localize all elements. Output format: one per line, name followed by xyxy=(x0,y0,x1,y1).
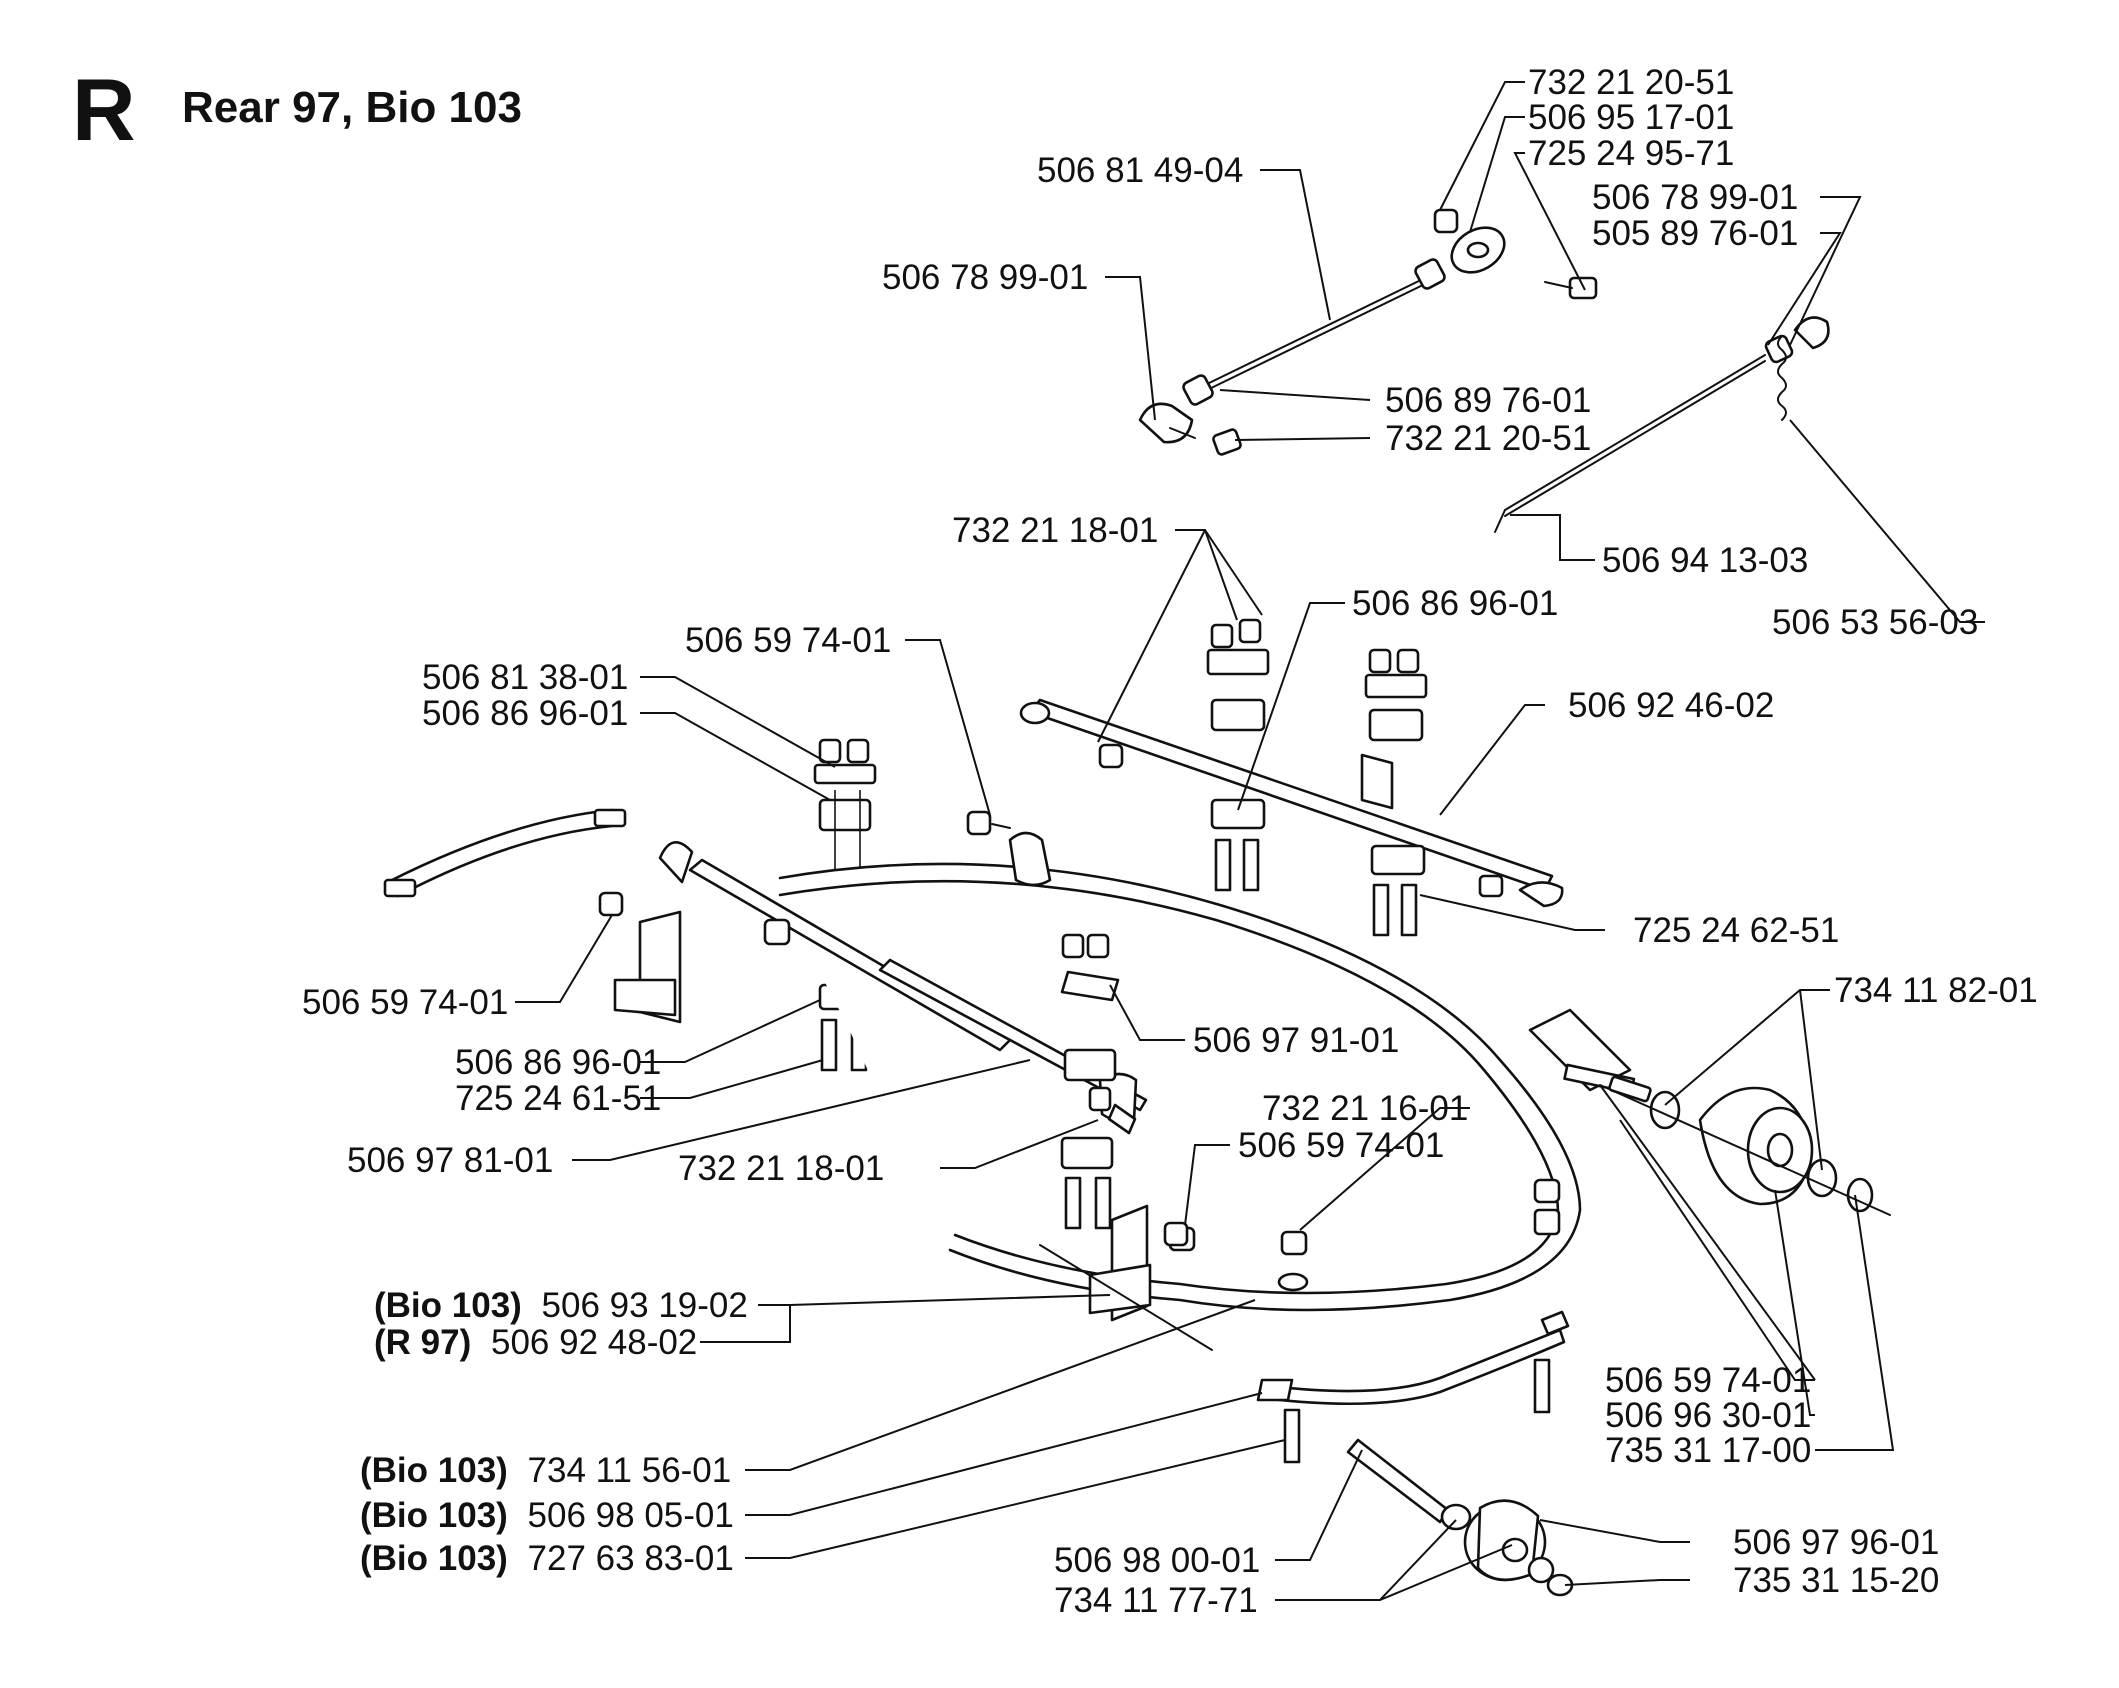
callout-part: 727 63 83-01 xyxy=(528,1539,734,1578)
callout-734-11-56-01: (Bio 103) 734 11 56-01 xyxy=(360,1451,731,1490)
callout-732-21-16-01: 732 21 16-01 xyxy=(1262,1089,1468,1128)
callout-506-59-74-01-mid: 506 59 74-01 xyxy=(1238,1126,1444,1165)
callout-prefix: (R 97) xyxy=(374,1323,471,1362)
callout-part: 506 98 05-01 xyxy=(528,1496,734,1535)
callout-735-31-15-20: 735 31 15-20 xyxy=(1733,1561,1939,1600)
clamp-stack-right xyxy=(1364,648,1428,937)
rear-roller-right xyxy=(1599,1075,1891,1216)
callout-732-21-20-51-mid: 732 21 20-51 xyxy=(1385,419,1591,458)
callout-506-59-74-01-right: 506 59 74-01 xyxy=(1605,1361,1811,1400)
callout-727-63-83-01: (Bio 103) 727 63 83-01 xyxy=(360,1539,734,1578)
callout-506-53-56-03: 506 53 56-03 xyxy=(1772,603,1978,642)
callout-506-97-91-01: 506 97 91-01 xyxy=(1193,1021,1399,1060)
callouts: 732 21 20-51 506 95 17-01 725 24 95-71 5… xyxy=(302,63,2038,1620)
callout-506-96-30-01: 506 96 30-01 xyxy=(1605,1396,1811,1435)
callout-506-97-96-01: 506 97 96-01 xyxy=(1733,1523,1939,1562)
rear-bracket xyxy=(1039,1204,1213,1351)
callout-part: 506 93 19-02 xyxy=(542,1286,748,1325)
callout-732-21-18-01-lower: 732 21 18-01 xyxy=(678,1149,884,1188)
callout-part: 506 92 48-02 xyxy=(491,1323,697,1362)
right-linkage xyxy=(1494,316,1830,533)
callout-732-21-20-51-top: 732 21 20-51 xyxy=(1528,63,1734,102)
callout-prefix: (Bio 103) xyxy=(360,1496,508,1535)
callout-506-95-17-01: 506 95 17-01 xyxy=(1528,98,1734,137)
callout-506-92-46-02: 506 92 46-02 xyxy=(1568,686,1774,725)
callout-506-59-74-01-top: 506 59 74-01 xyxy=(685,621,891,660)
callout-735-31-17-00: 735 31 17-00 xyxy=(1605,1431,1811,1470)
callout-prefix: (Bio 103) xyxy=(360,1451,508,1490)
callout-506-89-76-01: 506 89 76-01 xyxy=(1385,381,1591,420)
callout-prefix: (Bio 103) xyxy=(360,1539,508,1578)
callout-506-93-19-02: (Bio 103) 506 93 19-02 xyxy=(374,1286,748,1325)
callout-506-81-38-01: 506 81 38-01 xyxy=(422,658,628,697)
rear-roller-bottom xyxy=(1346,1438,1574,1597)
clamp-stack-middle xyxy=(1206,618,1270,892)
base-hardware xyxy=(1277,1178,1561,1464)
left-nuts xyxy=(966,810,1189,1247)
callout-732-21-18-01-top: 732 21 18-01 xyxy=(952,511,1158,550)
callout-725-24-62-51: 725 24 62-51 xyxy=(1633,911,1839,950)
callout-506-81-49-04: 506 81 49-04 xyxy=(1037,151,1243,190)
callout-506-86-96-01-top: 506 86 96-01 xyxy=(1352,584,1558,623)
callout-506-86-96-01-left: 506 86 96-01 xyxy=(422,694,628,733)
callout-725-24-61-51: 725 24 61-51 xyxy=(455,1079,661,1118)
callout-506-78-99-01-left: 506 78 99-01 xyxy=(882,258,1088,297)
callout-506-98-00-01: 506 98 00-01 xyxy=(1054,1541,1260,1580)
page-title: Rear 97, Bio 103 xyxy=(182,83,522,132)
lower-support-bar xyxy=(1256,1310,1570,1406)
middle-clamps xyxy=(1060,933,1196,1252)
callout-506-98-05-01: (Bio 103) 506 98 05-01 xyxy=(360,1496,734,1535)
callout-734-11-82-01: 734 11 82-01 xyxy=(1834,971,2038,1010)
left-bracket xyxy=(598,831,1052,1024)
section-letter: R xyxy=(72,60,136,159)
callout-505-89-76-01: 505 89 76-01 xyxy=(1592,214,1798,253)
callout-506-78-99-01-right: 506 78 99-01 xyxy=(1592,178,1798,217)
callout-prefix: (Bio 103) xyxy=(374,1286,522,1325)
control-rod-top xyxy=(1138,208,1598,456)
callout-506-86-96-01-lower: 506 86 96-01 xyxy=(455,1043,661,1082)
callout-725-24-95-71: 725 24 95-71 xyxy=(1528,134,1734,173)
callout-506-97-81-01: 506 97 81-01 xyxy=(347,1141,553,1180)
left-strap xyxy=(383,808,627,898)
callout-506-92-48-02: (R 97) 506 92 48-02 xyxy=(374,1323,697,1362)
leader-lines xyxy=(515,81,1985,1601)
callout-part: 734 11 56-01 xyxy=(528,1451,732,1490)
callout-506-59-74-01-left: 506 59 74-01 xyxy=(302,983,508,1022)
rear-bar-upper xyxy=(1019,698,1564,908)
parts-illustration xyxy=(383,208,1891,1597)
callout-734-11-77-71: 734 11 77-71 xyxy=(1054,1581,1258,1620)
callout-506-94-13-03: 506 94 13-03 xyxy=(1602,541,1808,580)
